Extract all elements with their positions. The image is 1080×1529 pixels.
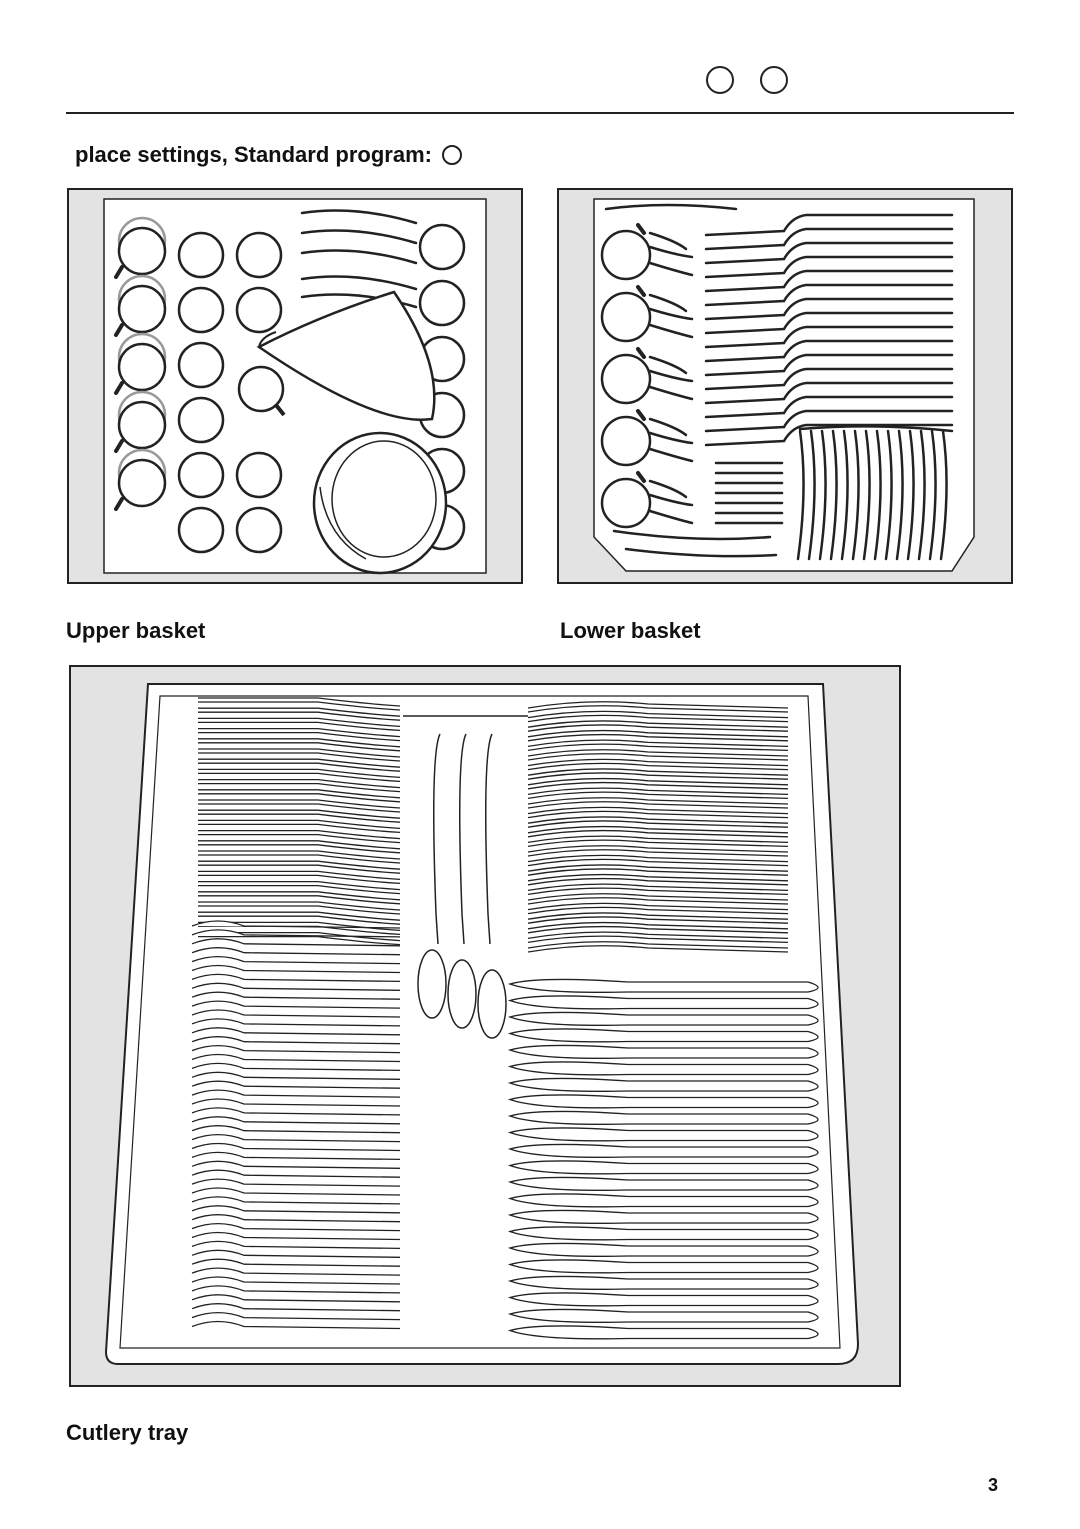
header-circle-icon-2 [760,66,788,94]
page-number: 3 [987,1475,998,1495]
heading-text: place settings, Standard program: [75,142,432,167]
header-circle-icon-1 [706,66,734,94]
upper-basket-illustration [67,188,523,584]
cutlery-tray-illustration [69,665,901,1387]
circle-icon [441,145,462,165]
lower-basket-caption: Lower basket [560,618,701,643]
lower-basket-illustration [557,188,1013,584]
header-rule [66,112,1014,114]
upper-basket-caption: Upper basket [66,618,206,643]
page-heading: place settings, Standard program: [75,142,462,168]
cutlery-tray-caption: Cutlery tray [66,1420,189,1445]
